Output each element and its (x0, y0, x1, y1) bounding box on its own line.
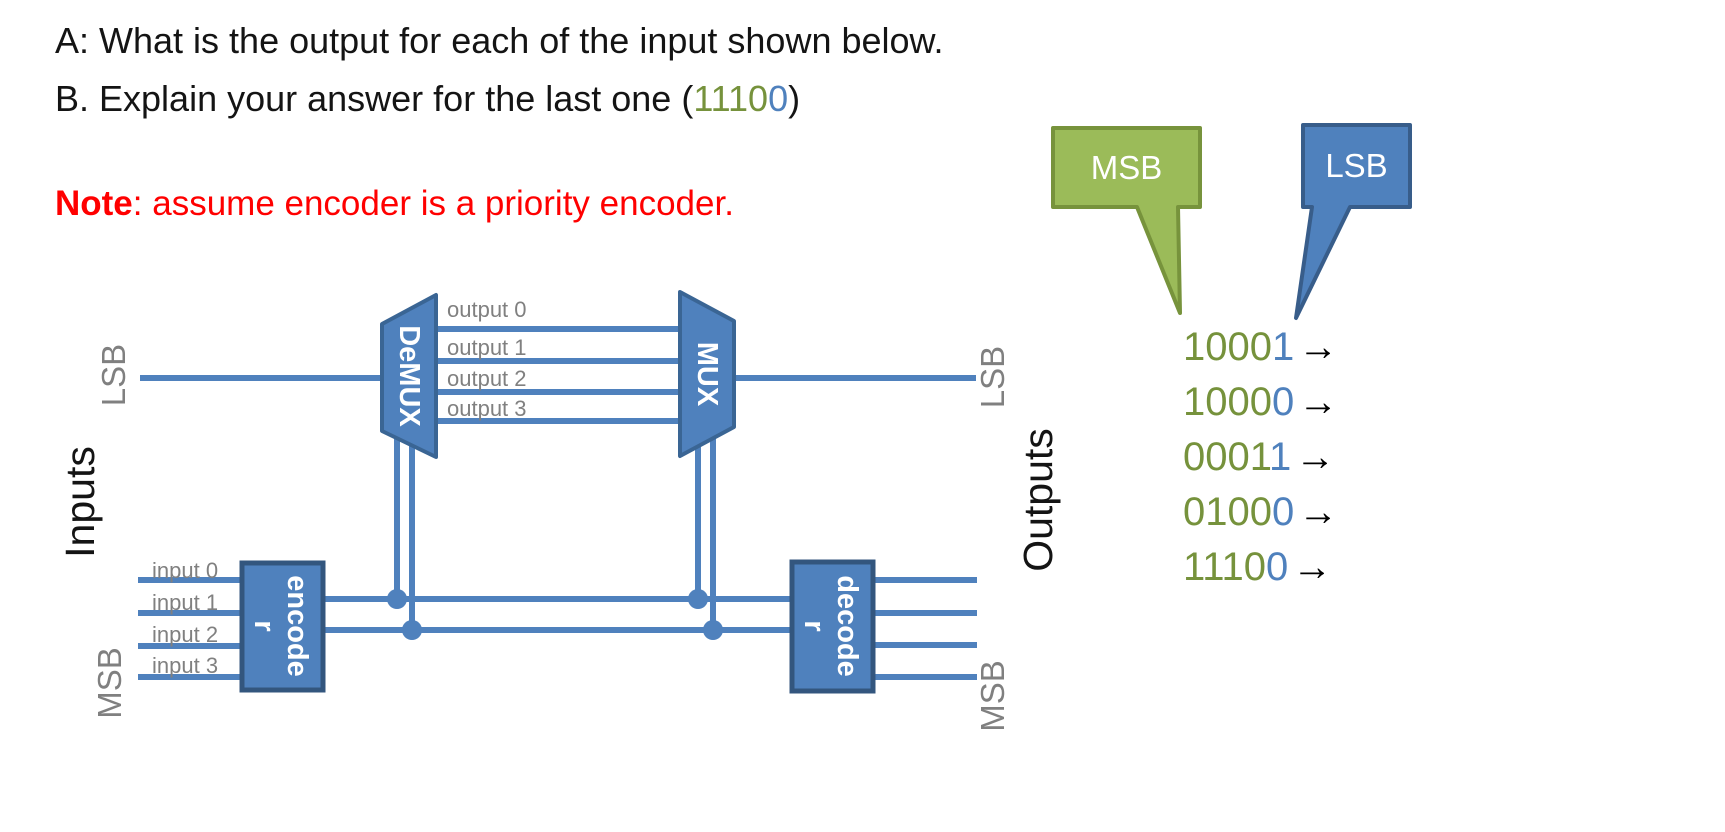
decoder-block (789, 559, 876, 694)
label-lsb-right: LSB (974, 345, 1011, 409)
question-b-blue-digit: 0 (768, 78, 789, 119)
decoder-label-line1: decode (831, 575, 863, 677)
mux-label: MUX (691, 342, 723, 407)
lsb-callout-label: LSB (1325, 147, 1388, 184)
label-output-3: output 3 (447, 396, 527, 421)
arrow-icon: → (1298, 490, 1339, 534)
note-text: : assume encoder is a priority encoder. (132, 184, 734, 223)
encoder-label-line1: encode (281, 575, 313, 677)
label-input-0: input 0 (152, 558, 219, 583)
binary-input-list: 10001→ 10000→ 00011→ 01000→ 11100→ (1183, 320, 1338, 595)
arrow-icon: → (1292, 545, 1333, 589)
binary-msb-digits: 1000 (1183, 325, 1272, 369)
question-b: B. Explain your answer for the last one … (55, 78, 800, 120)
label-input-2: input 2 (152, 622, 219, 647)
binary-row-5: 11100→ (1183, 540, 1338, 595)
label-output-0: output 0 (447, 297, 527, 322)
binary-lsb-digit: 1 (1270, 435, 1292, 479)
question-a: A: What is the output for each of the in… (55, 20, 944, 61)
note-label: Note (55, 184, 133, 223)
msb-callout-shape (1051, 126, 1202, 315)
binary-msb-digits: 0001 (1183, 435, 1271, 479)
junction-dot (688, 589, 708, 609)
binary-lsb-digit: 0 (1271, 380, 1295, 424)
demux-block (380, 293, 438, 459)
junction-dots (387, 589, 723, 640)
encoder-block (239, 560, 326, 693)
msb-callout-label: MSB (1090, 148, 1163, 186)
arrow-icon: → (1298, 380, 1339, 424)
binary-msb-digits: 1000 (1183, 380, 1272, 424)
junction-dot (387, 589, 407, 609)
note-line: Note: assume encoder is a priority encod… (55, 184, 734, 224)
binary-row-2: 10000→ (1183, 375, 1338, 430)
binary-row-3: 00011→ (1183, 430, 1338, 485)
mux-block (678, 290, 736, 458)
arrow-icon: → (1298, 325, 1339, 369)
binary-msb-digits: 1110 (1183, 545, 1267, 589)
question-b-close-paren: ) (788, 78, 801, 119)
label-msb-right: MSB (974, 660, 1011, 732)
junction-dot (402, 620, 422, 640)
label-input-1: input 1 (152, 590, 219, 615)
junction-dot (703, 620, 723, 640)
demux-label: DeMUX (393, 325, 425, 427)
lsb-callout-shape (1294, 123, 1412, 320)
encoder-label-line2: r (248, 620, 280, 631)
label-output-1: output 1 (447, 335, 527, 360)
arrow-icon: → (1295, 435, 1336, 479)
label-outputs: Outputs (1015, 428, 1061, 572)
label-msb-left: MSB (91, 647, 128, 719)
label-output-2: output 2 (447, 366, 527, 391)
binary-msb-digits: 0100 (1183, 490, 1272, 534)
question-b-text: B. Explain your answer for the last one … (55, 78, 694, 119)
binary-row-4: 01000→ (1183, 485, 1338, 540)
binary-lsb-digit: 0 (1271, 490, 1295, 534)
decoder-label: decode r (798, 575, 863, 677)
binary-lsb-digit: 1 (1271, 325, 1295, 369)
binary-row-1: 10001→ (1183, 320, 1338, 375)
encoder-label: encode r (248, 575, 313, 677)
label-inputs: Inputs (57, 446, 103, 558)
question-b-green-digits: 1110 (693, 78, 769, 119)
label-input-3: input 3 (152, 653, 219, 678)
decoder-label-line2: r (798, 620, 830, 631)
binary-lsb-digit: 0 (1266, 545, 1289, 589)
